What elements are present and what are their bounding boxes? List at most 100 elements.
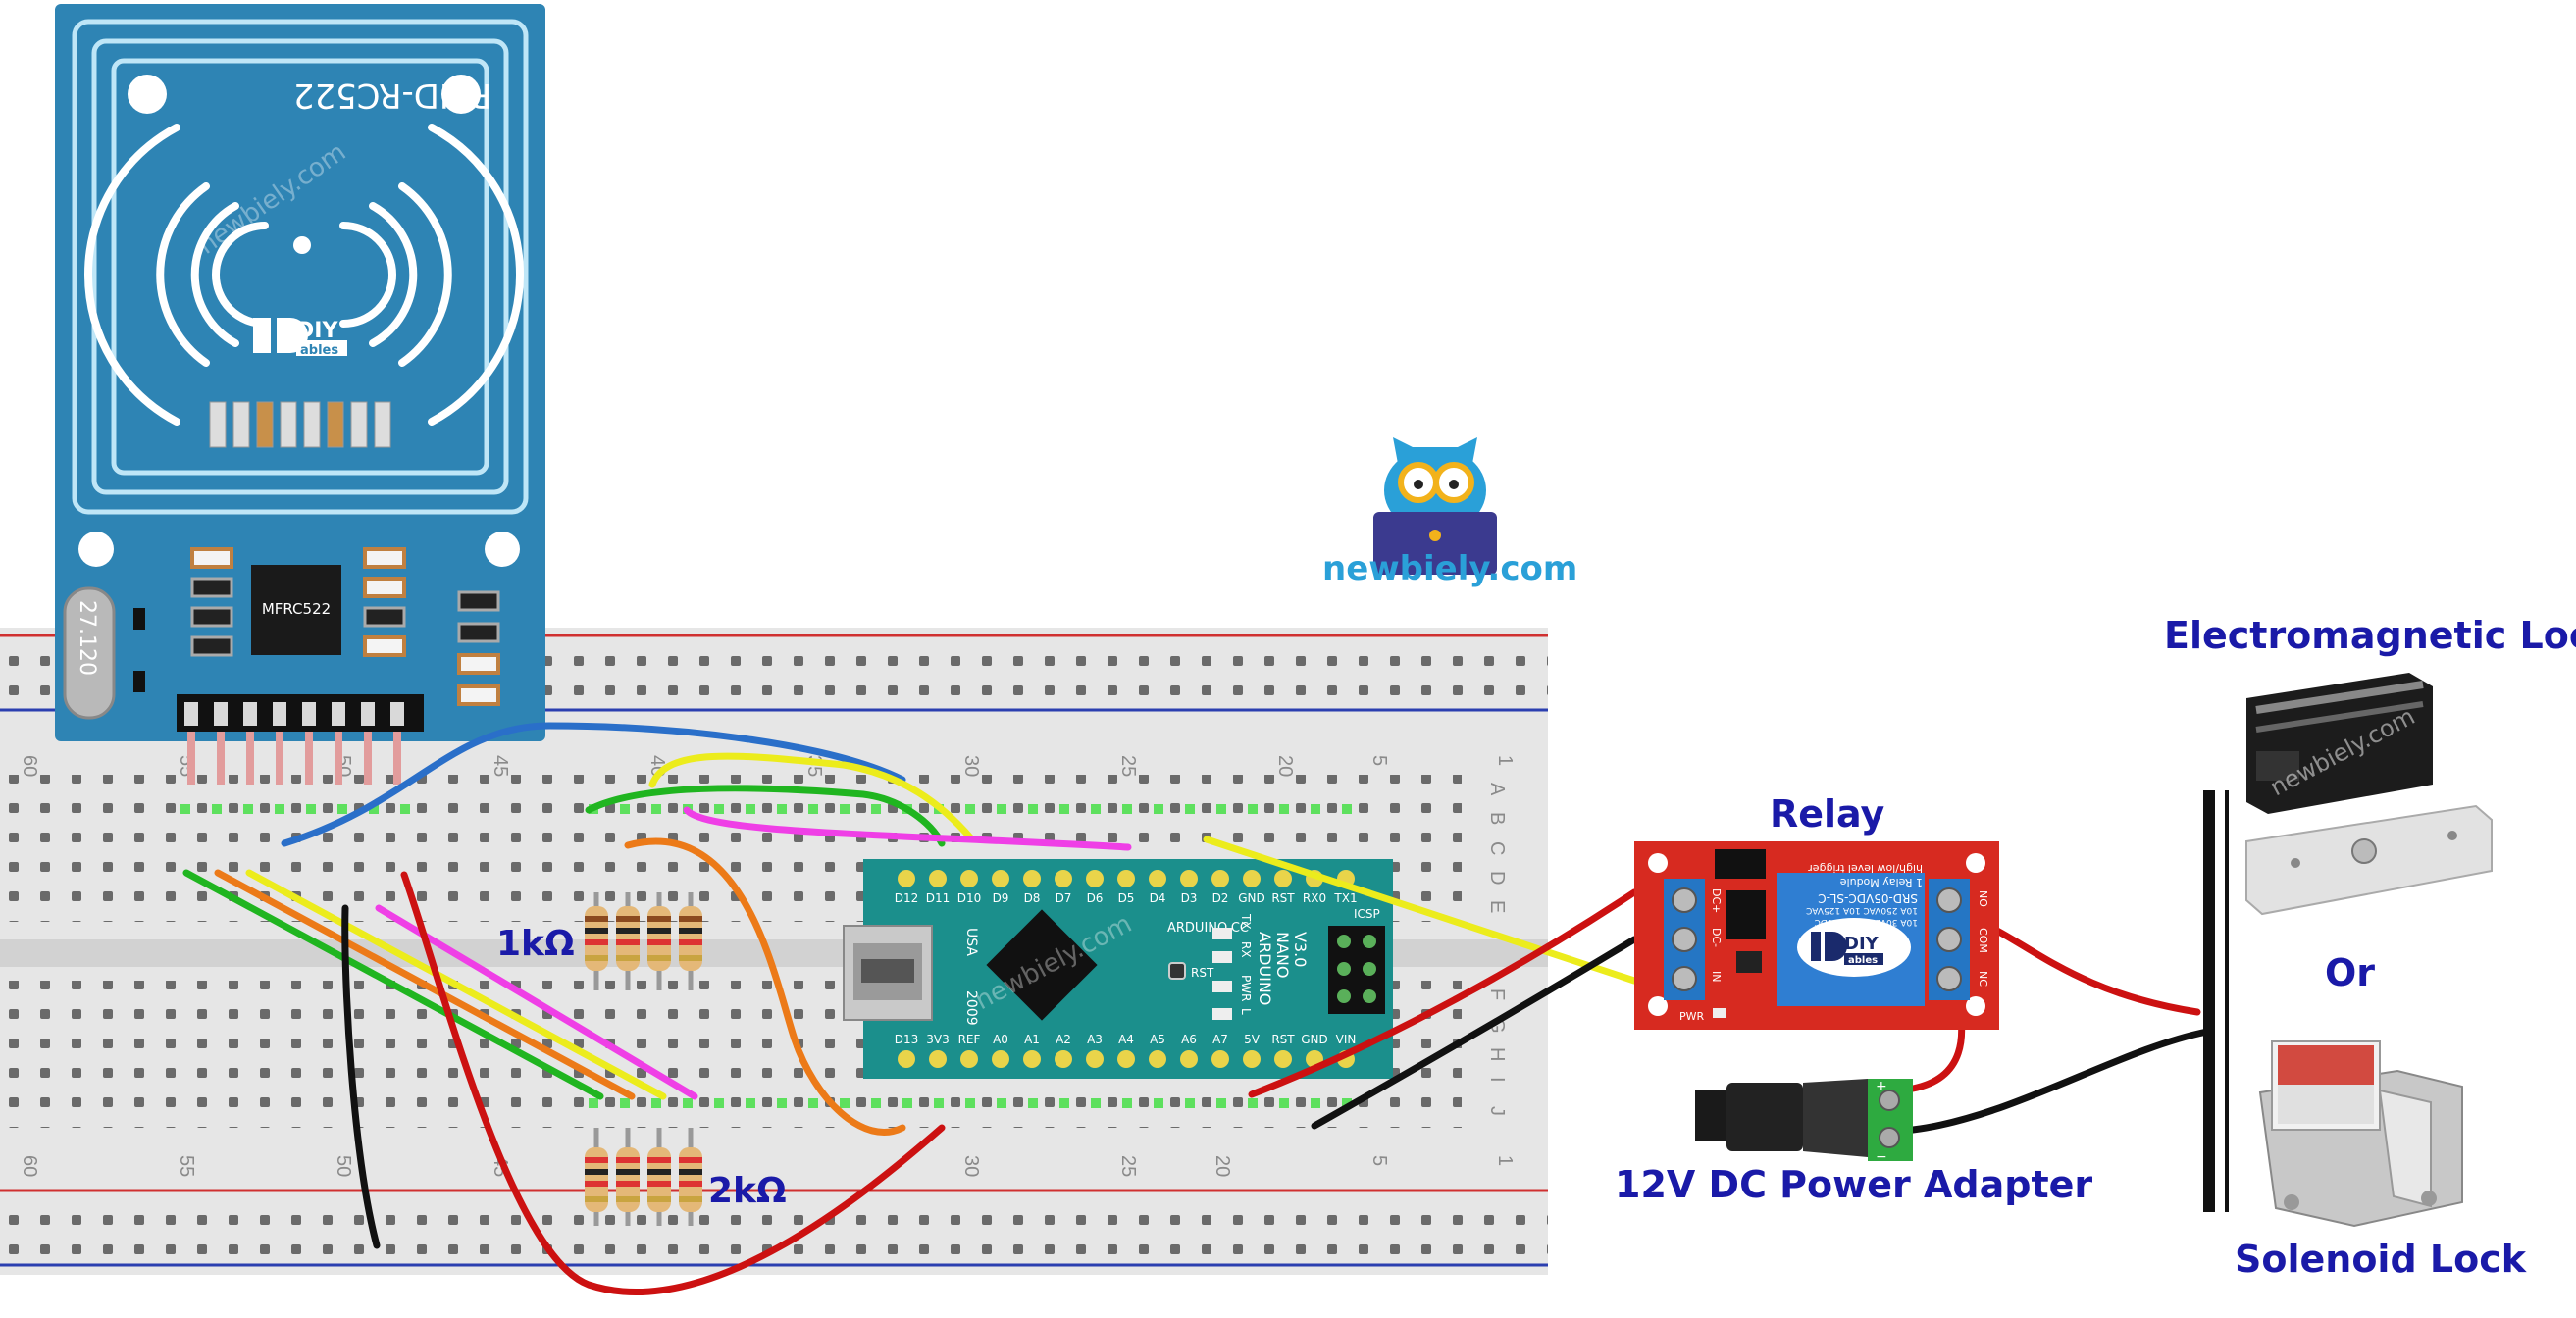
svg-text:1 Relay Module: 1 Relay Module xyxy=(1840,876,1923,888)
col-num: 60 xyxy=(19,1155,40,1177)
svg-text:C: C xyxy=(1486,841,1508,855)
svg-text:ables: ables xyxy=(1848,955,1878,966)
col-num: 45 xyxy=(489,755,511,777)
col-num: 20 xyxy=(1211,1155,1233,1177)
col-num: 5 xyxy=(1368,755,1390,766)
wire-magenta-top xyxy=(683,806,1132,851)
col-num: 25 xyxy=(1117,755,1139,777)
wire-red-left xyxy=(400,871,946,1295)
lock-wire-bar xyxy=(2203,790,2229,1212)
svg-text:−: − xyxy=(1876,1149,1887,1165)
col-num: 1 xyxy=(1494,1155,1516,1166)
svg-text:A1: A1 xyxy=(1024,1033,1040,1046)
svg-text:D6: D6 xyxy=(1087,891,1104,905)
arduino-bottom-pin-holes xyxy=(898,1050,1355,1068)
wire-yellow-top xyxy=(648,752,975,842)
svg-text:RX: RX xyxy=(1239,941,1253,958)
wire-black-left xyxy=(341,904,381,1249)
svg-text:D7: D7 xyxy=(1056,891,1072,905)
svg-text:DIY: DIY xyxy=(1844,934,1880,954)
resistors-1k xyxy=(585,892,702,990)
col-num: 60 xyxy=(19,755,40,777)
svg-text:D3: D3 xyxy=(1181,891,1198,905)
connected-holes xyxy=(180,804,1352,1108)
svg-text:B: B xyxy=(1486,812,1508,825)
dc-power-adapter: + − xyxy=(1695,1079,1913,1165)
svg-text:RX0: RX0 xyxy=(1303,891,1326,905)
wire-red-relay xyxy=(1248,888,1638,1098)
svg-text:COM: COM xyxy=(1977,928,1989,953)
svg-text:A0: A0 xyxy=(993,1033,1008,1046)
svg-text:NO: NO xyxy=(1977,890,1989,907)
svg-text:D12: D12 xyxy=(895,891,919,905)
svg-text:D9: D9 xyxy=(993,891,1009,905)
svg-text:A6: A6 xyxy=(1181,1033,1197,1046)
resistor-2k-label: 2kΩ xyxy=(708,1171,787,1211)
svg-text:VIN: VIN xyxy=(1336,1033,1357,1046)
solenoid-lock-label: Solenoid Lock xyxy=(2235,1238,2527,1281)
svg-text:10A 250VAC 10A 125VAC: 10A 250VAC 10A 125VAC xyxy=(1806,905,1918,915)
svg-text:E: E xyxy=(1486,900,1508,913)
svg-text:ICSP: ICSP xyxy=(1354,907,1380,921)
wire-magenta-diag xyxy=(375,904,698,1100)
svg-text:A: A xyxy=(1486,783,1508,796)
svg-text:DIY: DIY xyxy=(296,319,338,343)
svg-text:GND: GND xyxy=(1238,891,1265,905)
power-adapter-label: 12V DC Power Adapter xyxy=(1615,1163,2093,1206)
wire-black-power xyxy=(1909,1028,2211,1134)
or-label: Or xyxy=(2325,951,2376,994)
svg-text:RST: RST xyxy=(1191,966,1214,980)
svg-text:A5: A5 xyxy=(1150,1033,1165,1046)
col-num: 30 xyxy=(960,755,982,777)
svg-text:2009: 2009 xyxy=(963,990,979,1026)
svg-text:3V3: 3V3 xyxy=(926,1033,949,1046)
rfid-module: RFID-RC522 DIY ables M xyxy=(55,4,545,785)
svg-text:V3.0: V3.0 xyxy=(1291,932,1310,967)
svg-text:USA: USA xyxy=(963,928,979,956)
relay-module: 1 Relay Module high/low level trigger SR… xyxy=(1634,841,1999,1030)
electromagnetic-lock-image: newbiely.com xyxy=(2245,673,2493,916)
col-num: 30 xyxy=(960,1155,982,1177)
rfid-chip-label: MFRC522 xyxy=(262,600,331,618)
svg-text:L: L xyxy=(1239,1008,1253,1015)
svg-text:high/low level trigger: high/low level trigger xyxy=(1808,862,1923,875)
svg-text:F: F xyxy=(1486,988,1508,1000)
svg-text:ables: ables xyxy=(300,343,338,358)
svg-text:TX: TX xyxy=(1239,913,1253,930)
arduino-top-pin-holes xyxy=(898,870,1355,887)
wire-black-relay xyxy=(1311,936,1638,1130)
svg-text:RST: RST xyxy=(1271,1033,1295,1046)
svg-text:ARDUINO.CC: ARDUINO.CC xyxy=(1167,921,1249,936)
brand-site-label: newbiely.com xyxy=(1322,549,1578,588)
col-num: 20 xyxy=(1274,755,1296,777)
svg-text:D8: D8 xyxy=(1024,891,1041,905)
relay-label: Relay xyxy=(1770,792,1885,836)
svg-text:A4: A4 xyxy=(1118,1033,1134,1046)
svg-text:IN: IN xyxy=(1710,971,1723,982)
svg-text:PWR: PWR xyxy=(1679,1010,1705,1023)
col-num: 50 xyxy=(333,1155,354,1177)
svg-text:D4: D4 xyxy=(1150,891,1166,905)
col-num: 5 xyxy=(1368,1155,1390,1166)
svg-text:A3: A3 xyxy=(1087,1033,1103,1046)
wires xyxy=(182,722,2211,1295)
svg-text:J: J xyxy=(1486,1106,1508,1116)
col-num: 25 xyxy=(1117,1155,1139,1177)
svg-text:5V: 5V xyxy=(1244,1033,1261,1046)
svg-text:REF: REF xyxy=(958,1033,981,1046)
wire-yellow-relay xyxy=(1203,836,1638,985)
svg-text:I: I xyxy=(1486,1077,1508,1083)
diyables-logo: DIY ables xyxy=(253,318,347,358)
svg-text:D: D xyxy=(1486,871,1508,885)
solenoid-lock-image xyxy=(2258,1040,2463,1228)
svg-text:D2: D2 xyxy=(1212,891,1229,905)
diyables-logo: DIY ables xyxy=(1811,932,1883,966)
svg-text:+: + xyxy=(1876,1079,1887,1094)
svg-text:RST: RST xyxy=(1271,891,1295,905)
svg-text:A7: A7 xyxy=(1212,1033,1228,1046)
svg-text:NC: NC xyxy=(1977,971,1989,987)
wire-green-top xyxy=(585,785,946,847)
